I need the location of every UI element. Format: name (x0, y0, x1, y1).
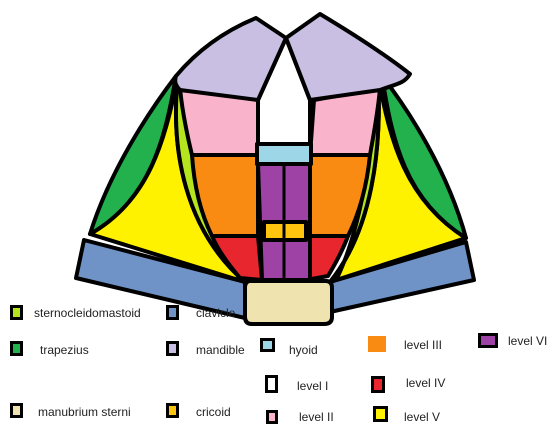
legend-swatch (10, 305, 23, 320)
legend-label: level V (404, 410, 440, 424)
legend-swatch (10, 341, 23, 356)
legend-label: level III (404, 338, 442, 352)
legend-swatch (166, 341, 179, 356)
legend-label: mandible (196, 343, 245, 357)
legend-label: level I (297, 379, 328, 393)
legend-swatch (166, 305, 179, 320)
legend-swatch (478, 333, 498, 348)
legend-swatch (10, 403, 23, 418)
legend-swatch (266, 410, 278, 424)
legend-label: cricoid (196, 405, 231, 419)
legend-swatch (368, 336, 386, 352)
legend-label: level IV (406, 376, 445, 390)
legend-label: hyoid (289, 343, 318, 357)
legend-swatch (373, 406, 388, 422)
legend-swatch (265, 375, 278, 393)
legend-label: trapezius (40, 343, 89, 357)
legend-label: clavicle (196, 306, 235, 320)
legend-swatch (166, 403, 179, 418)
legend-swatch (371, 376, 385, 393)
legend-label: level II (299, 410, 334, 424)
legend-swatch (260, 338, 275, 352)
legend-label: manubrium sterni (38, 405, 131, 419)
legend-label: sternocleidomastoid (34, 306, 141, 320)
manubrium-sterni (245, 281, 332, 324)
legend-label: level VI (508, 334, 547, 348)
hyoid (257, 144, 311, 164)
